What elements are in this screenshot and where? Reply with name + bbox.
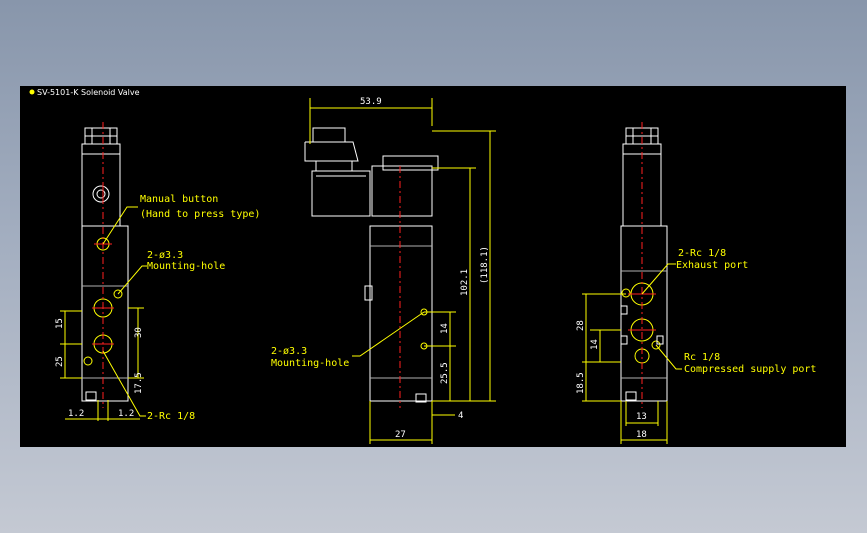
dim-right-18-5: 18.5 <box>576 372 586 394</box>
dim-left-15: 15 <box>55 318 65 329</box>
label-manual-button-note: (Hand to press type) <box>140 209 260 220</box>
middle-view: 2-ø3.3 Mounting-hole 53.9 (118.1) 102.1 … <box>271 97 496 444</box>
label-port-left: 2-Rc 1/8 <box>147 411 195 422</box>
title-bullet-icon <box>29 89 35 95</box>
dim-left-1-2a: 1.2 <box>68 409 84 419</box>
label-mounting-hole-mid: Mounting-hole <box>271 358 349 369</box>
dim-left-1-2b: 1.2 <box>118 409 134 419</box>
label-mounting-hole-qty-mid: 2-ø3.3 <box>271 346 307 357</box>
dim-left-25: 25 <box>55 356 65 367</box>
label-supply-port: Compressed supply port <box>684 364 816 375</box>
dim-right-18: 18 <box>636 430 647 440</box>
label-exhaust-qty: 2-Rc 1/8 <box>678 248 726 259</box>
label-manual-button: Manual button <box>140 194 218 205</box>
dim-mid-53-9: 53.9 <box>360 97 382 107</box>
dim-mid-118-1: (118.1) <box>480 246 490 284</box>
right-view: 2-Rc 1/8 Exhaust port Rc 1/8 Compressed … <box>576 122 816 444</box>
label-supply-size: Rc 1/8 <box>684 352 720 363</box>
dim-left-17-5: 17.5 <box>134 372 144 394</box>
dim-right-14: 14 <box>590 339 600 350</box>
dim-mid-102-1: 102.1 <box>460 269 470 296</box>
dim-mid-4: 4 <box>458 411 463 421</box>
label-mounting-hole-left: Mounting-hole <box>147 261 225 272</box>
dim-mid-25-5: 25.5 <box>440 362 450 384</box>
cad-drawing: SV-5101-K Solenoid Valve Manual b <box>29 88 816 444</box>
dim-right-28: 28 <box>576 320 586 331</box>
label-exhaust-port: Exhaust port <box>676 260 748 271</box>
left-view: Manual button (Hand to press type) 2-ø3.… <box>55 122 260 422</box>
drawing-title: SV-5101-K Solenoid Valve <box>37 88 140 97</box>
dim-mid-14: 14 <box>440 323 450 334</box>
dim-right-13: 13 <box>636 412 647 422</box>
label-mounting-hole-qty-left: 2-ø3.3 <box>147 250 183 261</box>
cad-viewport[interactable]: SV-5101-K Solenoid Valve Manual b <box>20 86 846 447</box>
dim-mid-27: 27 <box>395 430 406 440</box>
dim-left-30: 30 <box>134 327 144 338</box>
